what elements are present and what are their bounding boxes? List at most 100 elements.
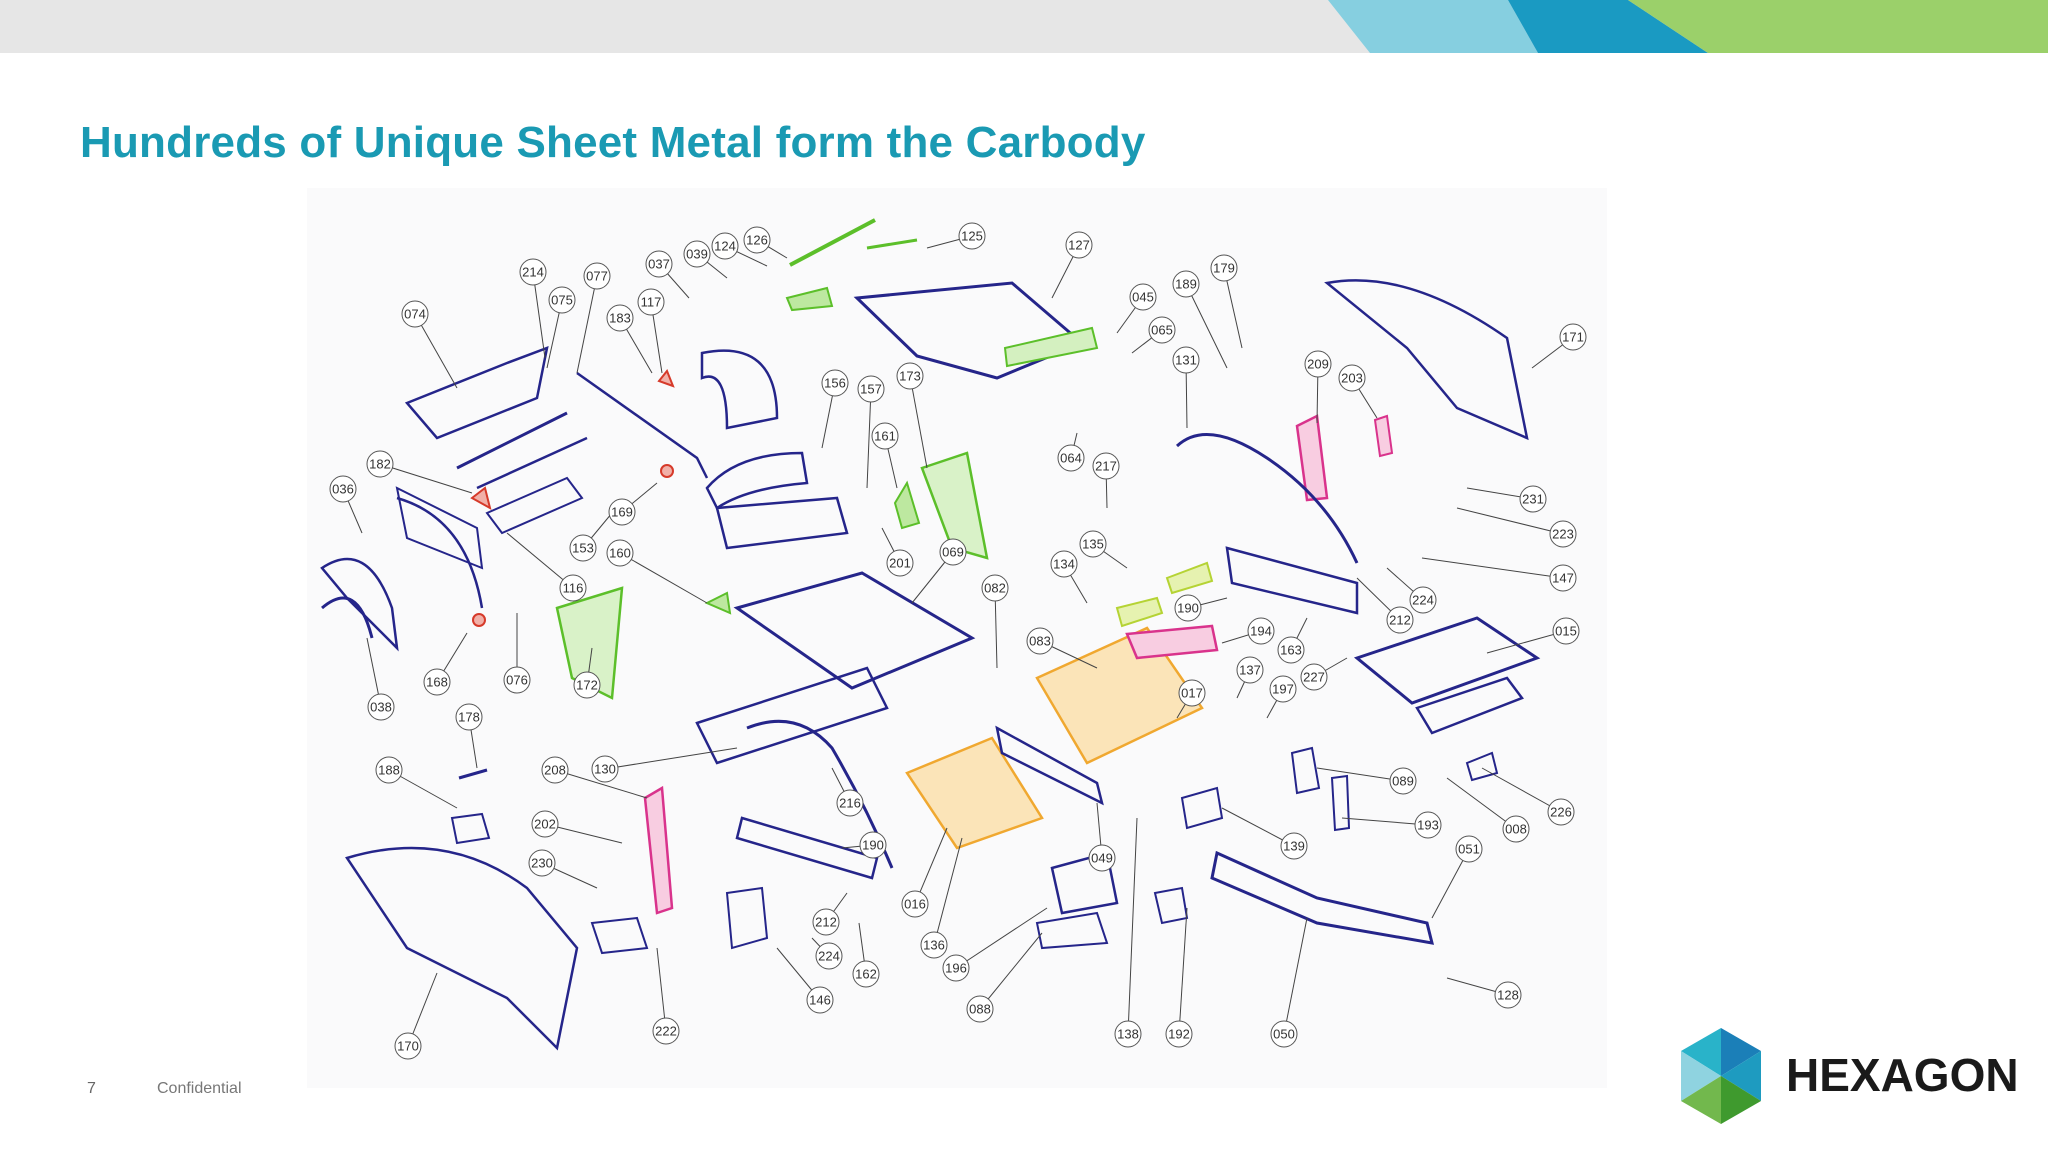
bracket-red-182 (470, 486, 492, 510)
callout-116: 116 (559, 574, 587, 602)
sill-076 (396, 496, 484, 609)
callout-212: 212 (812, 908, 840, 936)
callout-label: 208 (544, 763, 566, 778)
callout-label: 139 (1283, 839, 1305, 854)
callout-209: 209 (1304, 350, 1332, 378)
callout-circle (1129, 283, 1157, 311)
bracket-226 (1465, 751, 1499, 782)
callout-circle (1389, 767, 1417, 795)
callout-137: 137 (1236, 656, 1264, 684)
callout-label: 173 (899, 369, 921, 384)
panel-222 (590, 916, 649, 955)
callout-circle (1559, 323, 1587, 351)
pillar-green-173 (920, 451, 989, 560)
quarter-inner-116 (395, 486, 484, 570)
bracket-green-160 (704, 591, 732, 615)
callout-leader-222 (656, 947, 667, 1032)
callout-label: 153 (572, 541, 594, 556)
callout-163: 163 (1277, 636, 1305, 664)
callout-circle (1210, 254, 1238, 282)
callout-circle (1549, 520, 1577, 548)
callout-label: 134 (1053, 557, 1075, 572)
callout-circle (871, 422, 899, 450)
callout-173: 173 (896, 362, 924, 390)
callout-circle (857, 375, 885, 403)
callout-153: 153 (569, 534, 597, 562)
callout-circle (1547, 798, 1575, 826)
callout-231: 231 (1519, 485, 1547, 513)
callout-192: 192 (1165, 1020, 1193, 1048)
callout-circle (1178, 679, 1206, 707)
callout-label: 226 (1550, 805, 1572, 820)
callout-label: 128 (1497, 988, 1519, 1003)
callout-117: 117 (637, 288, 665, 316)
callout-circle (939, 538, 967, 566)
callout-circle (519, 258, 547, 286)
callout-leader-160 (619, 552, 708, 604)
callout-016: 016 (901, 890, 929, 918)
callout-circle (1269, 675, 1297, 703)
callout-leader-189 (1185, 283, 1228, 369)
callout-label: 074 (404, 307, 426, 322)
callout-160: 160 (606, 539, 634, 567)
callout-circle (1552, 617, 1580, 645)
callout-label: 168 (426, 675, 448, 690)
callout-circle (583, 262, 611, 290)
callout-circle (637, 288, 665, 316)
callout-leader-139 (1221, 807, 1295, 847)
callout-label: 190 (862, 838, 884, 853)
sill-162 (735, 816, 879, 880)
callout-050: 050 (1270, 1020, 1298, 1048)
callout-label: 212 (1389, 613, 1411, 628)
callout-circle (1386, 606, 1414, 634)
roof-rail-131 (1175, 433, 1359, 564)
callout-label: 188 (378, 763, 400, 778)
callout-label: 147 (1552, 571, 1574, 586)
callout-circle (1455, 835, 1483, 863)
callout-circle (1300, 663, 1328, 691)
hexagon-wordmark: HEXAGON (1786, 1049, 2019, 1101)
callout-circle (1165, 1020, 1193, 1048)
callout-138: 138 (1114, 1020, 1142, 1048)
callout-leader-050 (1283, 917, 1308, 1035)
callout-202: 202 (531, 810, 559, 838)
callout-label: 223 (1552, 527, 1574, 542)
callout-leader-016 (914, 827, 948, 905)
bracket-yg-134 (1115, 596, 1164, 628)
callout-label: 126 (746, 233, 768, 248)
tunnel-082 (695, 666, 889, 765)
callout-leader-192 (1178, 907, 1188, 1035)
callout-circle (743, 226, 771, 254)
callout-circle (1236, 656, 1264, 684)
callout-leader-182 (379, 463, 473, 494)
callout-label: 196 (945, 961, 967, 976)
roof-panel (853, 281, 1085, 380)
callout-008: 008 (1502, 815, 1530, 843)
callout-circle (606, 304, 634, 332)
callout-label: 049 (1091, 851, 1113, 866)
callout-label: 193 (1417, 818, 1439, 833)
callout-212: 212 (1386, 606, 1414, 634)
callout-125: 125 (958, 222, 986, 250)
callout-224: 224 (1409, 586, 1437, 614)
callout-label: 212 (815, 915, 837, 930)
callout-circle (569, 534, 597, 562)
callout-label: 202 (534, 817, 556, 832)
callout-label: 037 (648, 257, 670, 272)
callout-label: 189 (1175, 277, 1197, 292)
callout-circle (559, 574, 587, 602)
callout-146: 146 (806, 986, 834, 1014)
callout-label: 224 (1412, 593, 1434, 608)
callout-label: 036 (332, 482, 354, 497)
callout-leader-077 (576, 275, 598, 374)
callout-089: 089 (1389, 767, 1417, 795)
callout-circle (455, 703, 483, 731)
callout-circle (1247, 617, 1275, 645)
callout-circle (1502, 815, 1530, 843)
callout-label: 117 (641, 295, 662, 310)
callout-131: 131 (1172, 346, 1200, 374)
callout-171: 171 (1559, 323, 1587, 351)
callout-leader-136 (933, 837, 963, 946)
callout-leader-lines (342, 235, 1574, 1047)
callout-161: 161 (871, 422, 899, 450)
